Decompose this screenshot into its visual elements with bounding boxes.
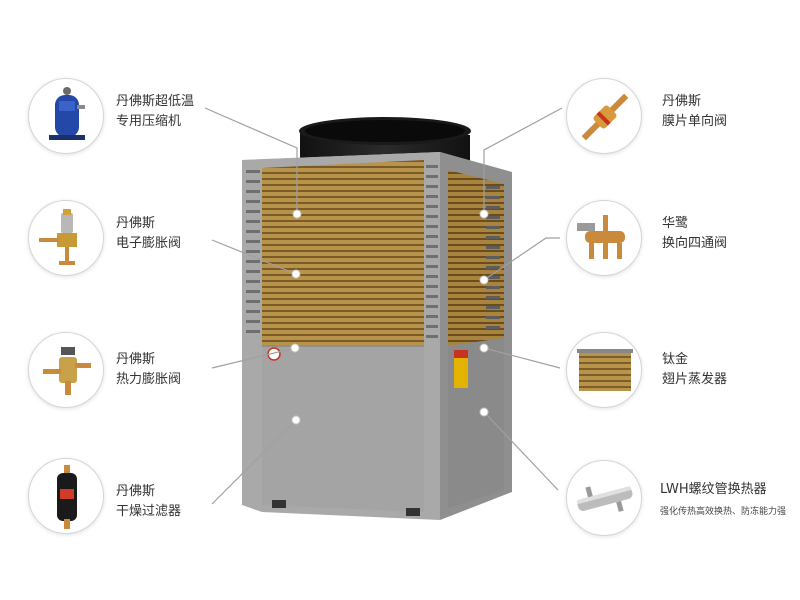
leader-four-way <box>483 237 560 281</box>
lower-front-panel <box>262 346 424 512</box>
warning-label <box>454 350 468 388</box>
leader-eev-dot <box>291 269 301 279</box>
evaporator-label-line1: 钛金 <box>662 352 689 367</box>
thermal-expansion-valve-label: 丹佛斯 热力膨胀阀 <box>116 350 181 390</box>
tev-label-line2: 热力膨胀阀 <box>116 372 182 387</box>
side-coil <box>448 170 504 346</box>
compressor-label: 丹佛斯超低温 专用压缩机 <box>116 92 194 132</box>
drier-label-line2: 干燥过滤器 <box>116 504 182 519</box>
check-valve-label-line1: 丹佛斯 <box>662 94 702 109</box>
four-way-valve-icon <box>577 215 625 259</box>
heat-exchanger-label: LWH螺纹管换热器 <box>660 480 767 500</box>
leader-four-way-dot <box>479 275 489 285</box>
eev-label-line1: 丹佛斯 <box>116 216 156 231</box>
drier-filter-icon <box>57 465 77 529</box>
heat-exchanger-sublabel: 强化传热高效换热、防冻能力强 <box>660 507 787 517</box>
leader-exchanger <box>483 411 559 491</box>
check-valve-label-line2: 膜片单向阀 <box>662 114 728 129</box>
evaporator-label-line2: 翅片蒸发器 <box>662 372 728 387</box>
eev-label-line2: 电子膨胀阀 <box>116 236 182 251</box>
leader-check-valve-dot <box>479 209 489 219</box>
thermal-expansion-valve-callout <box>28 332 104 408</box>
four-way-valve-callout <box>566 200 642 276</box>
thermal-expansion-valve-icon <box>43 347 91 395</box>
compressor-label-line1: 丹佛斯超低温 <box>116 94 195 109</box>
four-way-valve-label: 华鹭 换向四通阀 <box>662 214 727 254</box>
leader-eev <box>211 239 297 275</box>
fin-evaporator-label: 钛金 翅片蒸发器 <box>662 350 727 390</box>
fin-evaporator-callout <box>566 332 642 408</box>
leader-drier-dot <box>291 415 301 425</box>
leader-compressor-dot <box>292 209 302 219</box>
leader-drier <box>211 419 297 505</box>
drier-filter-callout <box>28 458 104 534</box>
four-way-label-line2: 换向四通阀 <box>662 236 728 251</box>
fin-evaporator-icon <box>577 349 633 391</box>
leader-evaporator-dot <box>479 343 489 353</box>
electronic-expansion-valve-callout <box>28 200 104 276</box>
electronic-expansion-valve-label: 丹佛斯 电子膨胀阀 <box>116 214 181 254</box>
leader-tev <box>211 347 296 369</box>
compressor-callout <box>28 78 104 154</box>
leader-check-valve <box>483 107 563 214</box>
leader-evaporator <box>483 347 561 369</box>
drier-label-line1: 丹佛斯 <box>116 484 156 499</box>
exchanger-label-line1: LWH螺纹管换热器 <box>660 482 767 497</box>
heat-exchanger-icon <box>576 486 633 512</box>
leader-exchanger-dot <box>479 407 489 417</box>
front-coil <box>262 160 424 346</box>
check-valve-label: 丹佛斯 膜片单向阀 <box>662 92 727 132</box>
check-valve-icon <box>581 93 629 141</box>
heat-exchanger-callout <box>566 460 642 536</box>
tev-label-line1: 丹佛斯 <box>116 352 156 367</box>
electronic-expansion-valve-icon <box>39 209 77 265</box>
four-way-label-line1: 华鹭 <box>662 216 689 231</box>
compressor-icon <box>49 87 85 140</box>
leader-compressor <box>204 107 298 214</box>
check-valve-callout <box>566 78 642 154</box>
leader-tev-dot <box>290 343 300 353</box>
compressor-label-line2: 专用压缩机 <box>116 114 182 129</box>
drier-filter-label: 丹佛斯 干燥过滤器 <box>116 482 181 522</box>
